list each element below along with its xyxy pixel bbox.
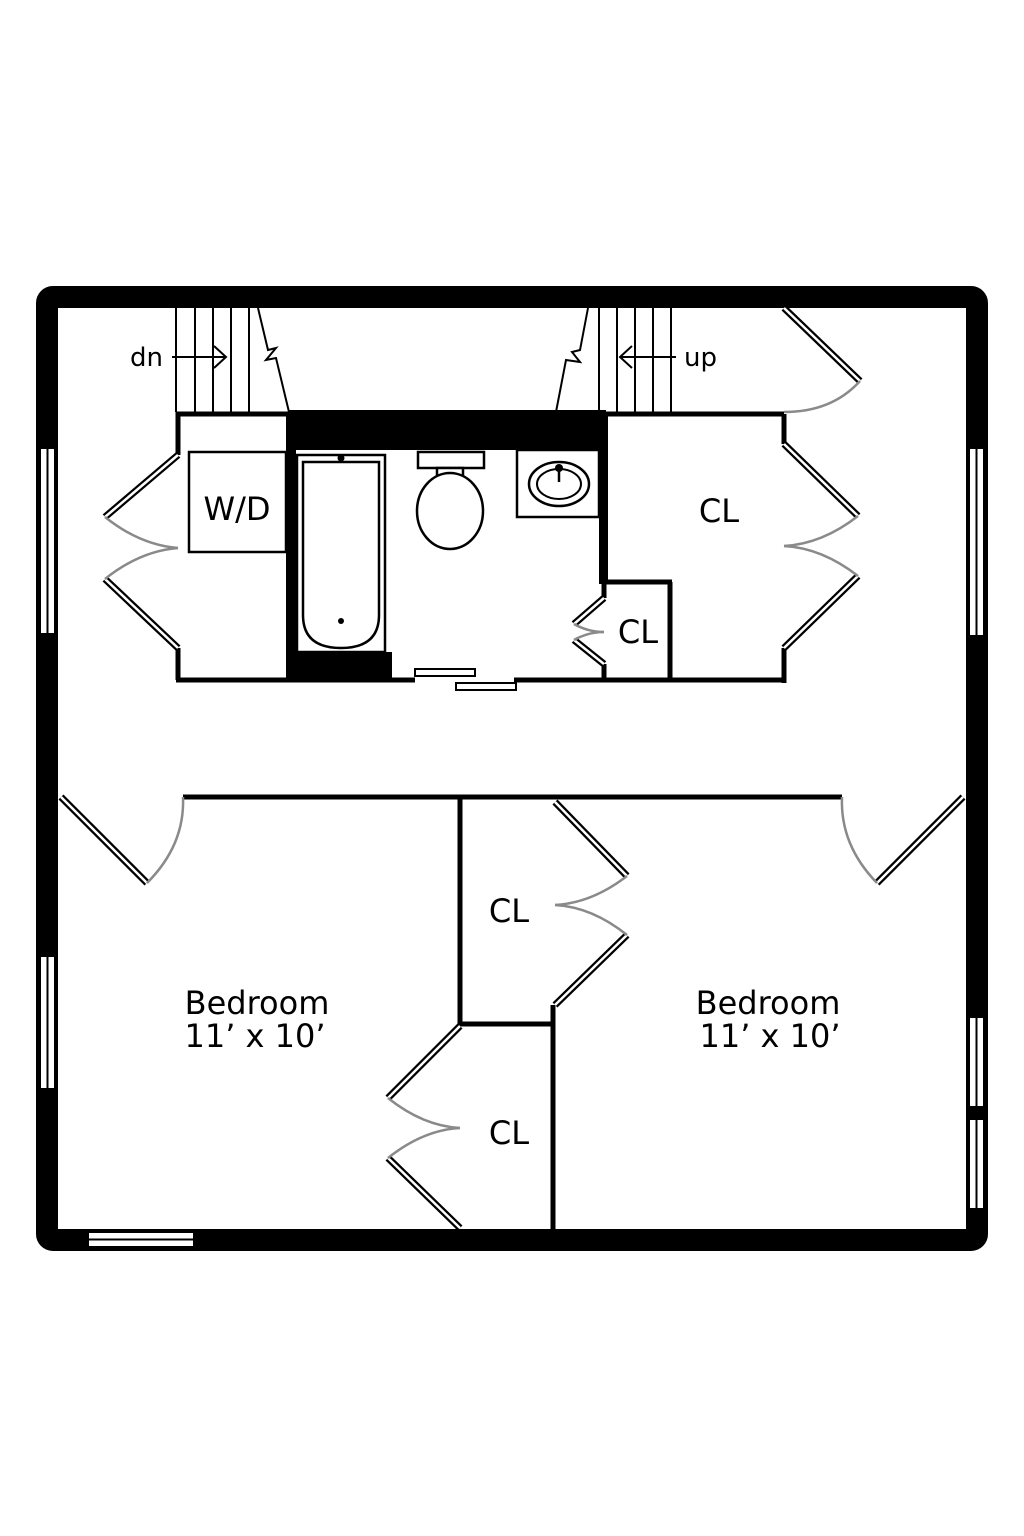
- hall-closet-small-label: CL: [618, 613, 658, 651]
- right-bedroom-name: Bedroom: [696, 984, 841, 1022]
- bath-top-wall: [288, 410, 606, 450]
- toilet: [415, 450, 486, 551]
- stairs-up-label: up: [684, 343, 717, 373]
- large-closet-doors[interactable]: [781, 441, 861, 651]
- exterior-wall: [36, 286, 988, 1251]
- left-bedroom-size: 11’ x 10’: [184, 1017, 325, 1055]
- bedroom-closet-lower-doors[interactable]: [385, 1023, 463, 1231]
- left-bedroom-name: Bedroom: [185, 984, 330, 1022]
- bedroom-closet-upper-doors[interactable]: [552, 799, 630, 1008]
- laundry-doors[interactable]: [102, 452, 181, 651]
- entry-door[interactable]: [781, 305, 863, 414]
- stairs-up[interactable]: [555, 307, 676, 413]
- right-bedroom-door[interactable]: [840, 794, 966, 886]
- sink: [515, 448, 601, 519]
- bedroom-closet-lower-label: CL: [489, 1114, 529, 1152]
- left-bedroom-door[interactable]: [58, 794, 185, 886]
- hall-closet-large-label: CL: [699, 492, 739, 530]
- washer-dryer: [187, 450, 288, 554]
- stairs-down-label: dn: [130, 343, 163, 373]
- window-left-upper: [39, 436, 56, 646]
- window-right-upper: [968, 436, 985, 648]
- washer-dryer-label: W/D: [203, 490, 270, 528]
- bathtub: [295, 453, 387, 654]
- bath-sliding-door[interactable]: [414, 668, 517, 691]
- small-closet-door[interactable]: [571, 595, 607, 667]
- right-bedroom-size: 11’ x 10’: [699, 1017, 840, 1055]
- stairs-down[interactable]: [172, 307, 290, 413]
- window-left-lower: [39, 944, 56, 1101]
- laundry-bath-wall: [286, 414, 296, 682]
- bedroom-closet-upper-label: CL: [489, 892, 529, 930]
- window-bottom: [74, 1231, 208, 1248]
- window-right-lower: [968, 1005, 985, 1221]
